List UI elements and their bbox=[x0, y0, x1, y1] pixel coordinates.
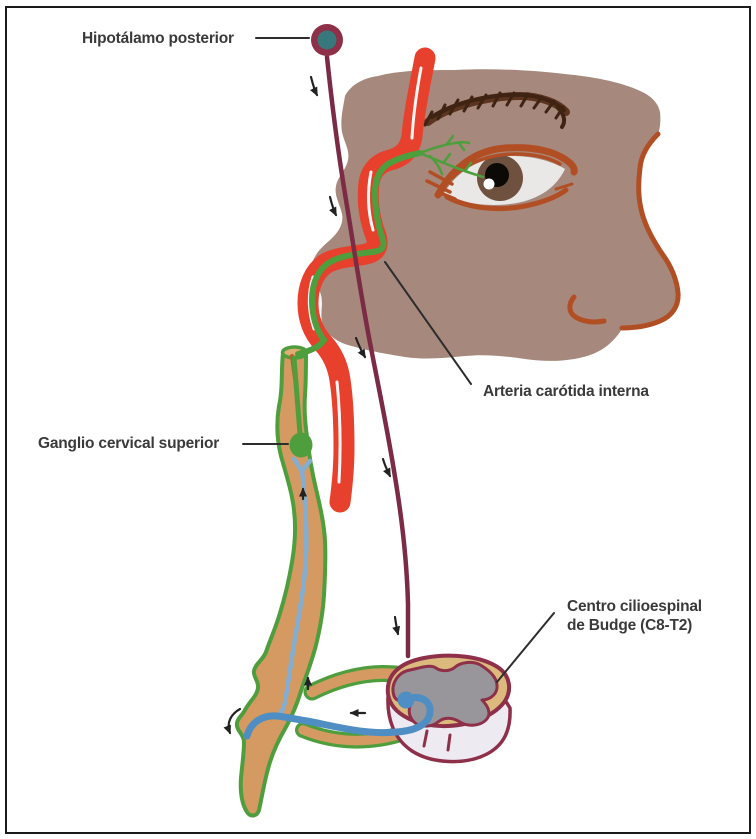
under-eye-hatches bbox=[425, 170, 457, 201]
budge-center-label-line2: de Budge (C8-T2) bbox=[567, 617, 693, 634]
green-nerve-twigs bbox=[418, 134, 485, 179]
curved-arrow-icon bbox=[223, 707, 242, 735]
down-arrow-icon bbox=[328, 195, 338, 217]
ciliospinal-center-dot bbox=[397, 691, 415, 709]
sheath-body bbox=[234, 351, 328, 818]
green-nerve-main bbox=[295, 150, 423, 357]
postganglionic-green-nerve bbox=[295, 134, 485, 357]
superior-cervical-ganglion-node bbox=[289, 432, 313, 458]
budge-center-label-line1: Centro cilioespinal bbox=[567, 598, 702, 615]
flow-arrows bbox=[223, 75, 401, 735]
hypothalamic-tract bbox=[311, 24, 411, 659]
blue-neuron-path bbox=[243, 694, 434, 740]
pupil-highlight bbox=[483, 178, 495, 190]
budge-leader-line bbox=[496, 612, 555, 683]
spinal-cord-section bbox=[385, 653, 512, 764]
cord-gray-matter bbox=[391, 660, 499, 728]
down-arrow-icon bbox=[381, 457, 392, 478]
down-arrow-icon bbox=[354, 336, 367, 359]
carotid-artery-label: Arteria carótida interna bbox=[483, 383, 649, 400]
sheath-inner-blue-fiber bbox=[269, 456, 313, 719]
hypothalamus-node-core bbox=[317, 30, 337, 50]
lower-lid-tick bbox=[554, 182, 574, 191]
lower-eyelid-line bbox=[444, 187, 569, 212]
hypothalamic-tract-line bbox=[324, 54, 411, 659]
eyebrow bbox=[423, 91, 570, 129]
upper-eyelid-line bbox=[434, 144, 578, 199]
down-arrow-icon bbox=[309, 75, 319, 97]
leader-lines bbox=[242, 37, 555, 683]
cervical-ganglion-label: Ganglio cervical superior bbox=[38, 435, 220, 452]
hypothalamus-label: Hipotálamo posterior bbox=[82, 30, 234, 47]
carotid-sheath-trunk bbox=[234, 345, 413, 818]
eye bbox=[425, 144, 578, 212]
cord-side-ticks bbox=[422, 729, 452, 752]
sheath-inner-green-fiber bbox=[291, 355, 303, 437]
carotid-leader-line bbox=[384, 261, 472, 385]
budge-center-label: Centro cilioespinal de Budge (C8-T2) bbox=[567, 597, 702, 635]
nose-outline bbox=[619, 131, 681, 331]
down-arrow-icon bbox=[392, 615, 401, 636]
preganglionic-blue-neuron bbox=[243, 691, 434, 740]
nostril-line bbox=[567, 294, 607, 325]
